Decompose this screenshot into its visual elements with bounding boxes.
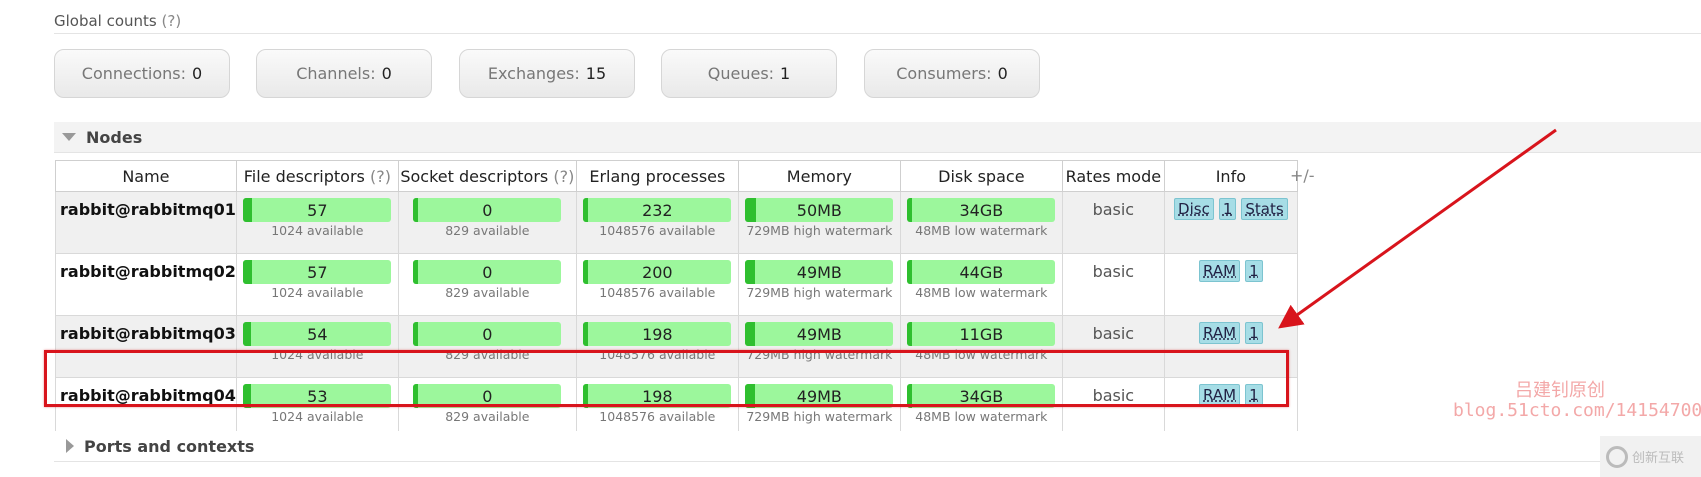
col-info[interactable]: Info [1163, 160, 1298, 192]
col-memory[interactable]: Memory [737, 160, 901, 192]
node-name[interactable]: rabbit@rabbitmq04 [55, 377, 237, 440]
column-toggle[interactable]: +/- [1290, 166, 1315, 185]
ports-section-title: Ports and contexts [84, 436, 255, 456]
rates-mode: basic [1061, 191, 1165, 254]
caret-down-icon [62, 133, 76, 141]
global-counts-title: Global counts (?) [54, 12, 182, 30]
info-badge[interactable]: RAM [1199, 322, 1241, 344]
col-erlang-processes[interactable]: Erlang processes [575, 160, 739, 192]
erlang-processes-bar: 198 [583, 322, 732, 346]
info-badge[interactable]: RAM [1199, 260, 1241, 282]
info-badge[interactable]: 1 [1245, 322, 1263, 344]
info-badge[interactable]: 1 [1218, 198, 1237, 220]
memory-bar: 49MB [745, 322, 894, 346]
info-badge[interactable]: 1 [1245, 260, 1263, 282]
logo-icon [1606, 445, 1628, 468]
rates-mode: basic [1061, 315, 1165, 378]
count-consumers[interactable]: Consumers:0 [864, 49, 1040, 98]
watermark-url: blog.51cto.com/14154700 [1453, 400, 1701, 421]
file-descriptors-bar: 54 [243, 322, 392, 346]
highlight-box [44, 350, 1289, 407]
node-name[interactable]: rabbit@rabbitmq01 [55, 191, 237, 254]
watermark-author: 吕建钊原创 [1515, 380, 1605, 401]
nodes-section-toggle[interactable]: Nodes [54, 122, 1701, 152]
help-link[interactable]: (?) [161, 12, 182, 30]
count-queues[interactable]: Queues:1 [661, 49, 837, 98]
col-rates-mode[interactable]: Rates mode [1061, 160, 1165, 192]
rates-mode: basic [1061, 253, 1165, 316]
caret-right-icon [66, 439, 74, 453]
col-socket-descriptors[interactable]: Socket descriptors (?) [397, 160, 577, 192]
file-descriptors-bar: 57 [243, 198, 392, 222]
info-badge[interactable]: Stats [1241, 198, 1288, 220]
divider [54, 152, 1701, 153]
node-name[interactable]: rabbit@rabbitmq02 [55, 253, 237, 316]
socket-descriptors-bar: 0 [413, 198, 562, 222]
file-descriptors-bar: 57 [243, 260, 392, 284]
count-channels[interactable]: Channels:0 [256, 49, 432, 98]
disk-space-bar: 44GB [907, 260, 1056, 284]
disk-space-bar: 11GB [907, 322, 1056, 346]
socket-descriptors-bar: 0 [413, 260, 562, 284]
socket-descriptors-bar: 0 [413, 322, 562, 346]
count-exchanges[interactable]: Exchanges:15 [459, 49, 635, 98]
memory-bar: 49MB [745, 260, 894, 284]
ports-section-toggle[interactable]: Ports and contexts [54, 431, 1701, 461]
erlang-processes-bar: 200 [583, 260, 732, 284]
divider [54, 33, 1701, 34]
col-name[interactable]: Name [55, 160, 237, 192]
erlang-processes-bar: 232 [583, 198, 732, 222]
disk-space-bar: 34GB [907, 198, 1056, 222]
node-name[interactable]: rabbit@rabbitmq03 [55, 315, 237, 378]
memory-bar: 50MB [745, 198, 894, 222]
nodes-section-title: Nodes [86, 127, 143, 147]
info-badge[interactable]: RAM [1199, 384, 1241, 406]
info-badge[interactable]: Disc [1174, 198, 1214, 220]
divider [54, 461, 1701, 462]
nodes-table: Name File descriptors (?) Socket descrip… [55, 160, 1298, 440]
watermark-logo: 创新互联 [1600, 436, 1701, 477]
count-connections[interactable]: Connections:0 [54, 49, 230, 98]
col-file-descriptors[interactable]: File descriptors (?) [235, 160, 399, 192]
col-disk-space[interactable]: Disk space [899, 160, 1063, 192]
